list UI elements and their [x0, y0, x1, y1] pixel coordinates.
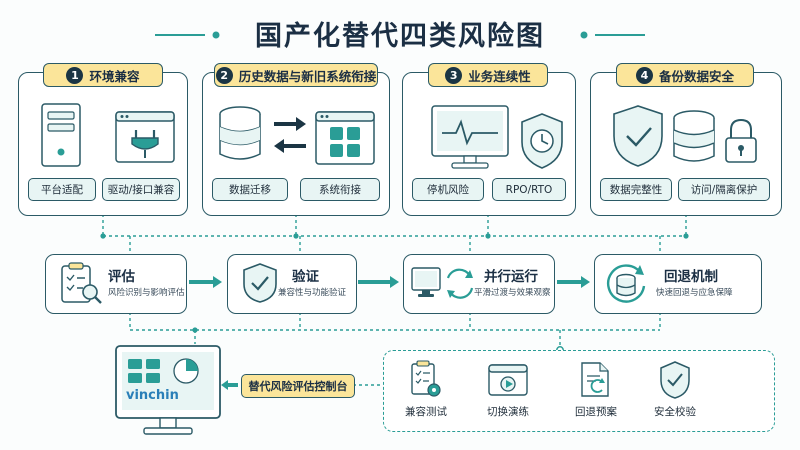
clipboard-search-icon [61, 262, 102, 304]
risk-title-3: 业务连续性 [468, 68, 531, 84]
brand-logo: vinchin [126, 388, 179, 403]
risk-title-4: 备份数据安全 [658, 68, 734, 84]
tool-label-3: 回退预案 [575, 406, 617, 418]
step-subtitle-rollback: 快速回退与应急保障 [656, 288, 733, 298]
switch-drill-icon [488, 364, 528, 396]
risk-4-label-1: 数据完整性 [600, 178, 672, 201]
risk-3-label-2: RPO/RTO [492, 178, 566, 201]
compatibility-test-icon [411, 360, 441, 397]
security-check-icon [660, 361, 690, 399]
risk-card-3-illustration [431, 105, 563, 169]
risk-number-3: 3 [445, 66, 463, 84]
risk-card-2-illustration [219, 106, 375, 165]
tool-label-1: 兼容测试 [405, 406, 447, 418]
exchange-arrows-icon [274, 117, 306, 153]
server-icon [41, 103, 81, 167]
shield-check-icon [613, 105, 663, 167]
step-subtitle-assess: 风险识别与影响评估 [108, 288, 185, 298]
shield-clock-icon [521, 113, 563, 169]
step-title-rollback: 回退机制 [664, 269, 718, 285]
risk-2-label-1: 数据迁移 [212, 178, 288, 201]
parallel-run-icon [411, 267, 474, 299]
risk-card-2-header: 2 历史数据与新旧系统衔接 [214, 63, 378, 87]
risk-number-2: 2 [215, 66, 233, 84]
step-subtitle-parallel: 平滑过渡与效果观察 [474, 288, 551, 298]
risk-card-1-illustration [41, 103, 175, 167]
tool-label-2: 切换演练 [487, 406, 529, 418]
step-title-parallel: 并行运行 [484, 269, 538, 285]
risk-card-1-header: 1 环境兼容 [43, 63, 163, 87]
rollback-plan-icon [581, 362, 609, 397]
risk-title-1: 环境兼容 [89, 68, 140, 84]
rollback-database-icon [607, 264, 646, 303]
small-monitor-icon [411, 267, 441, 297]
app-window-icon [315, 111, 375, 165]
database-icon [219, 106, 261, 160]
risk-number-1: 1 [66, 66, 84, 84]
monitor-pulse-icon [431, 105, 509, 169]
shield-check-step-icon [243, 263, 277, 303]
risk-2-label-2: 系统衔接 [300, 178, 380, 201]
plug-window-icon [115, 111, 175, 163]
step-title-verify: 验证 [292, 269, 319, 285]
step-subtitle-verify: 兼容性与功能验证 [278, 288, 347, 298]
risk-number-4: 4 [635, 66, 653, 84]
risk-1-label-2: 驱动/接口兼容 [102, 178, 180, 201]
lock-icon [725, 118, 757, 163]
risk-1-label-1: 平台适配 [28, 178, 96, 201]
database-stack-icon [673, 110, 715, 162]
risk-3-label-1: 停机风险 [412, 178, 484, 201]
risk-title-2: 历史数据与新旧系统衔接 [238, 68, 377, 84]
console-label: 替代风险评估控制台 [241, 374, 355, 398]
page-title: 国产化替代四类风险图 [255, 21, 545, 52]
risk-card-3-header: 3 业务连续性 [428, 63, 548, 87]
step-title-assess: 评估 [108, 269, 135, 285]
risk-card-4-illustration [613, 105, 757, 167]
risk-4-label-2: 访问/隔离保护 [678, 178, 770, 201]
tool-label-4: 安全校验 [654, 406, 696, 418]
tools-panel [383, 350, 775, 432]
risk-card-4-header: 4 备份数据安全 [616, 63, 754, 87]
title-decoration [155, 31, 645, 39]
console-monitor [115, 345, 221, 435]
